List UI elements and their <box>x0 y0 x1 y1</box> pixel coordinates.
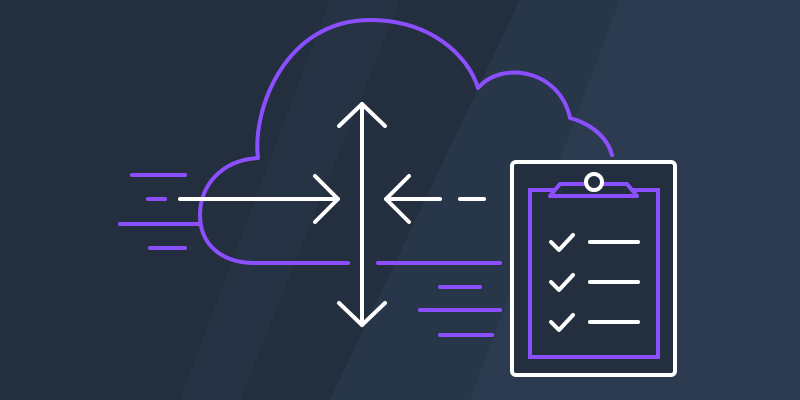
speed-lines-left <box>118 173 202 250</box>
clipboard-clip-ring <box>584 172 604 192</box>
checkmark-icon <box>549 313 575 332</box>
checklist <box>549 233 640 332</box>
checkmark-icon <box>549 273 575 292</box>
arrow-up-head <box>337 102 387 128</box>
speed-lines-right <box>418 285 502 337</box>
arrow-down-head <box>337 301 387 327</box>
checkmark-icon <box>549 233 575 252</box>
arrow-left-head <box>384 174 411 224</box>
cloud-icon <box>198 18 614 265</box>
clipboard-checklist-icon <box>510 160 677 377</box>
four-way-arrows-icon <box>178 102 486 327</box>
arrow-right-head <box>313 174 340 224</box>
